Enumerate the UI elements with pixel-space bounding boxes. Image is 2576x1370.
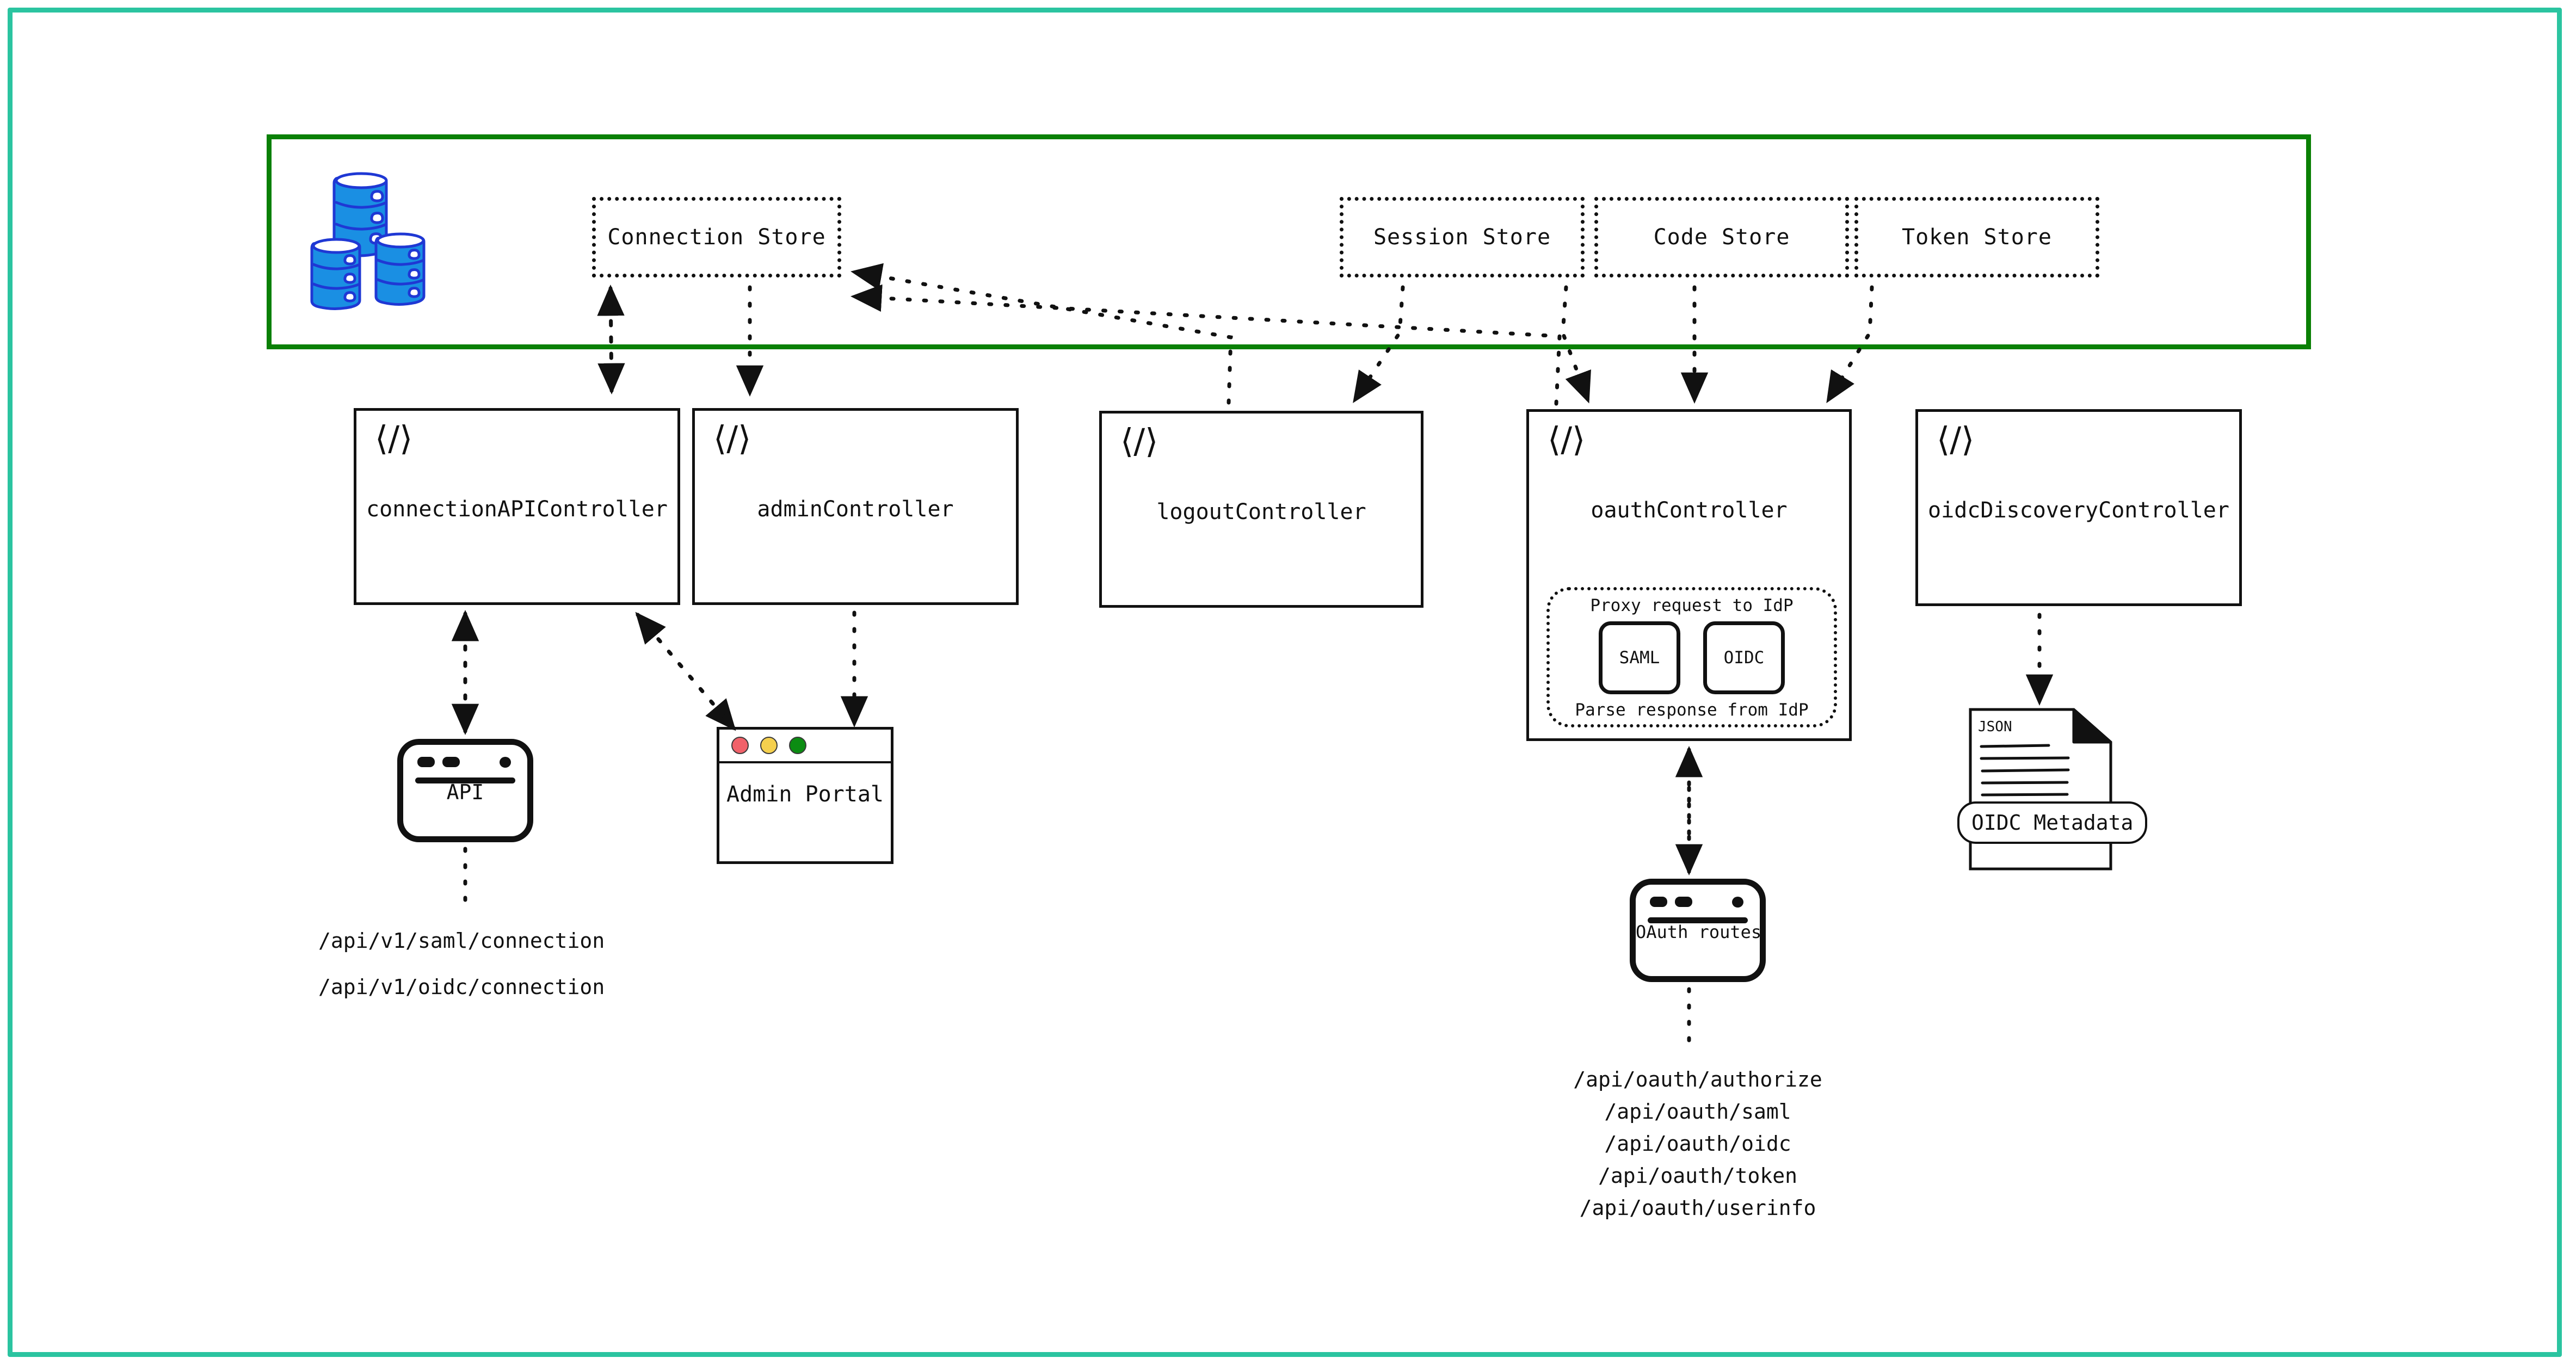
traffic-light-red-icon	[731, 737, 749, 754]
parse-response-label: Parse response from IdP	[1575, 700, 1809, 720]
route-item: /api/v1/saml/connection	[318, 929, 605, 953]
window-dot-icon	[1732, 897, 1743, 908]
controller-label: connectionAPIController	[366, 497, 668, 522]
window-controls-icon	[417, 757, 460, 767]
window-controls-icon	[1650, 897, 1692, 907]
oidc-metadata-label: OIDC Metadata	[1957, 801, 2148, 844]
api-window-node[interactable]: API	[397, 739, 533, 842]
code-icon: ⟨/⟩	[713, 418, 751, 458]
controller-connectionapicontroller[interactable]: ⟨/⟩ connectionAPIController	[354, 408, 680, 605]
oauth-routes-label: OAuth routes	[1636, 922, 1762, 943]
controller-label: adminController	[757, 497, 954, 522]
protocol-label: SAML	[1619, 648, 1660, 668]
store-box-session[interactable]: Session Store	[1340, 197, 1585, 277]
oauth-routes-window-node[interactable]: OAuth routes	[1630, 879, 1766, 982]
titlebar	[719, 730, 891, 763]
database-stack-icon	[310, 172, 426, 310]
proxy-idp-block: Proxy request to IdP SAML OIDC Parse res…	[1546, 587, 1837, 727]
connection-routes-list: /api/v1/saml/connection /api/v1/oidc/con…	[318, 925, 699, 1003]
store-label: Session Store	[1373, 225, 1551, 250]
protocol-pill-oidc[interactable]: OIDC	[1703, 621, 1785, 694]
code-icon: ⟨/⟩	[1120, 421, 1158, 461]
window-separator	[1648, 917, 1748, 923]
route-item: /api/oauth/token	[1598, 1163, 1798, 1188]
controller-oidcdiscoverycontroller[interactable]: ⟨/⟩ oidcDiscoveryController	[1915, 409, 2242, 606]
store-label: Code Store	[1653, 225, 1790, 250]
protocol-pill-saml[interactable]: SAML	[1599, 621, 1680, 694]
svg-text:JSON: JSON	[1978, 719, 2012, 735]
store-box-connection[interactable]: Connection Store	[592, 197, 841, 277]
controller-label: oidcDiscoveryController	[1928, 498, 2229, 523]
route-item: /api/oauth/userinfo	[1579, 1195, 1816, 1220]
route-item: /api/oauth/oidc	[1604, 1131, 1791, 1156]
route-item: /api/v1/oidc/connection	[318, 974, 605, 999]
code-icon: ⟨/⟩	[375, 418, 413, 458]
admin-portal-window-node[interactable]: Admin Portal	[717, 727, 893, 864]
oauth-routes-list: /api/oauth/authorize /api/oauth/saml /ap…	[1499, 1064, 1896, 1224]
controller-label: logoutController	[1156, 499, 1366, 524]
controller-oauthcontroller[interactable]: ⟨/⟩ oauthController Proxy request to IdP…	[1526, 409, 1852, 741]
json-document-icon: JSON	[1969, 708, 2112, 871]
admin-portal-label: Admin Portal	[726, 782, 884, 807]
outer-frame-border	[8, 8, 2562, 1357]
traffic-light-yellow-icon	[760, 737, 778, 754]
traffic-light-green-icon	[789, 737, 806, 754]
store-box-token[interactable]: Token Store	[1854, 197, 2099, 277]
protocol-pill-row: SAML OIDC	[1599, 621, 1785, 694]
route-item: /api/oauth/saml	[1604, 1099, 1791, 1124]
oidc-metadata-document-node[interactable]: JSON OIDC Metadata	[1957, 706, 2148, 872]
controller-label: oauthController	[1591, 498, 1788, 523]
store-box-code[interactable]: Code Store	[1594, 197, 1849, 277]
store-label: Connection Store	[607, 225, 826, 250]
code-icon: ⟨/⟩	[1937, 419, 1975, 459]
window-dot-icon	[500, 757, 511, 768]
route-item: /api/oauth/authorize	[1573, 1067, 1822, 1091]
code-icon: ⟨/⟩	[1548, 419, 1586, 459]
protocol-label: OIDC	[1723, 648, 1765, 668]
store-label: Token Store	[1902, 225, 2052, 250]
controller-logoutcontroller[interactable]: ⟨/⟩ logoutController	[1099, 411, 1423, 608]
window-separator	[415, 777, 515, 783]
controller-admincontroller[interactable]: ⟨/⟩ adminController	[692, 408, 1019, 605]
api-label: API	[446, 780, 484, 805]
proxy-request-label: Proxy request to IdP	[1590, 596, 1794, 615]
